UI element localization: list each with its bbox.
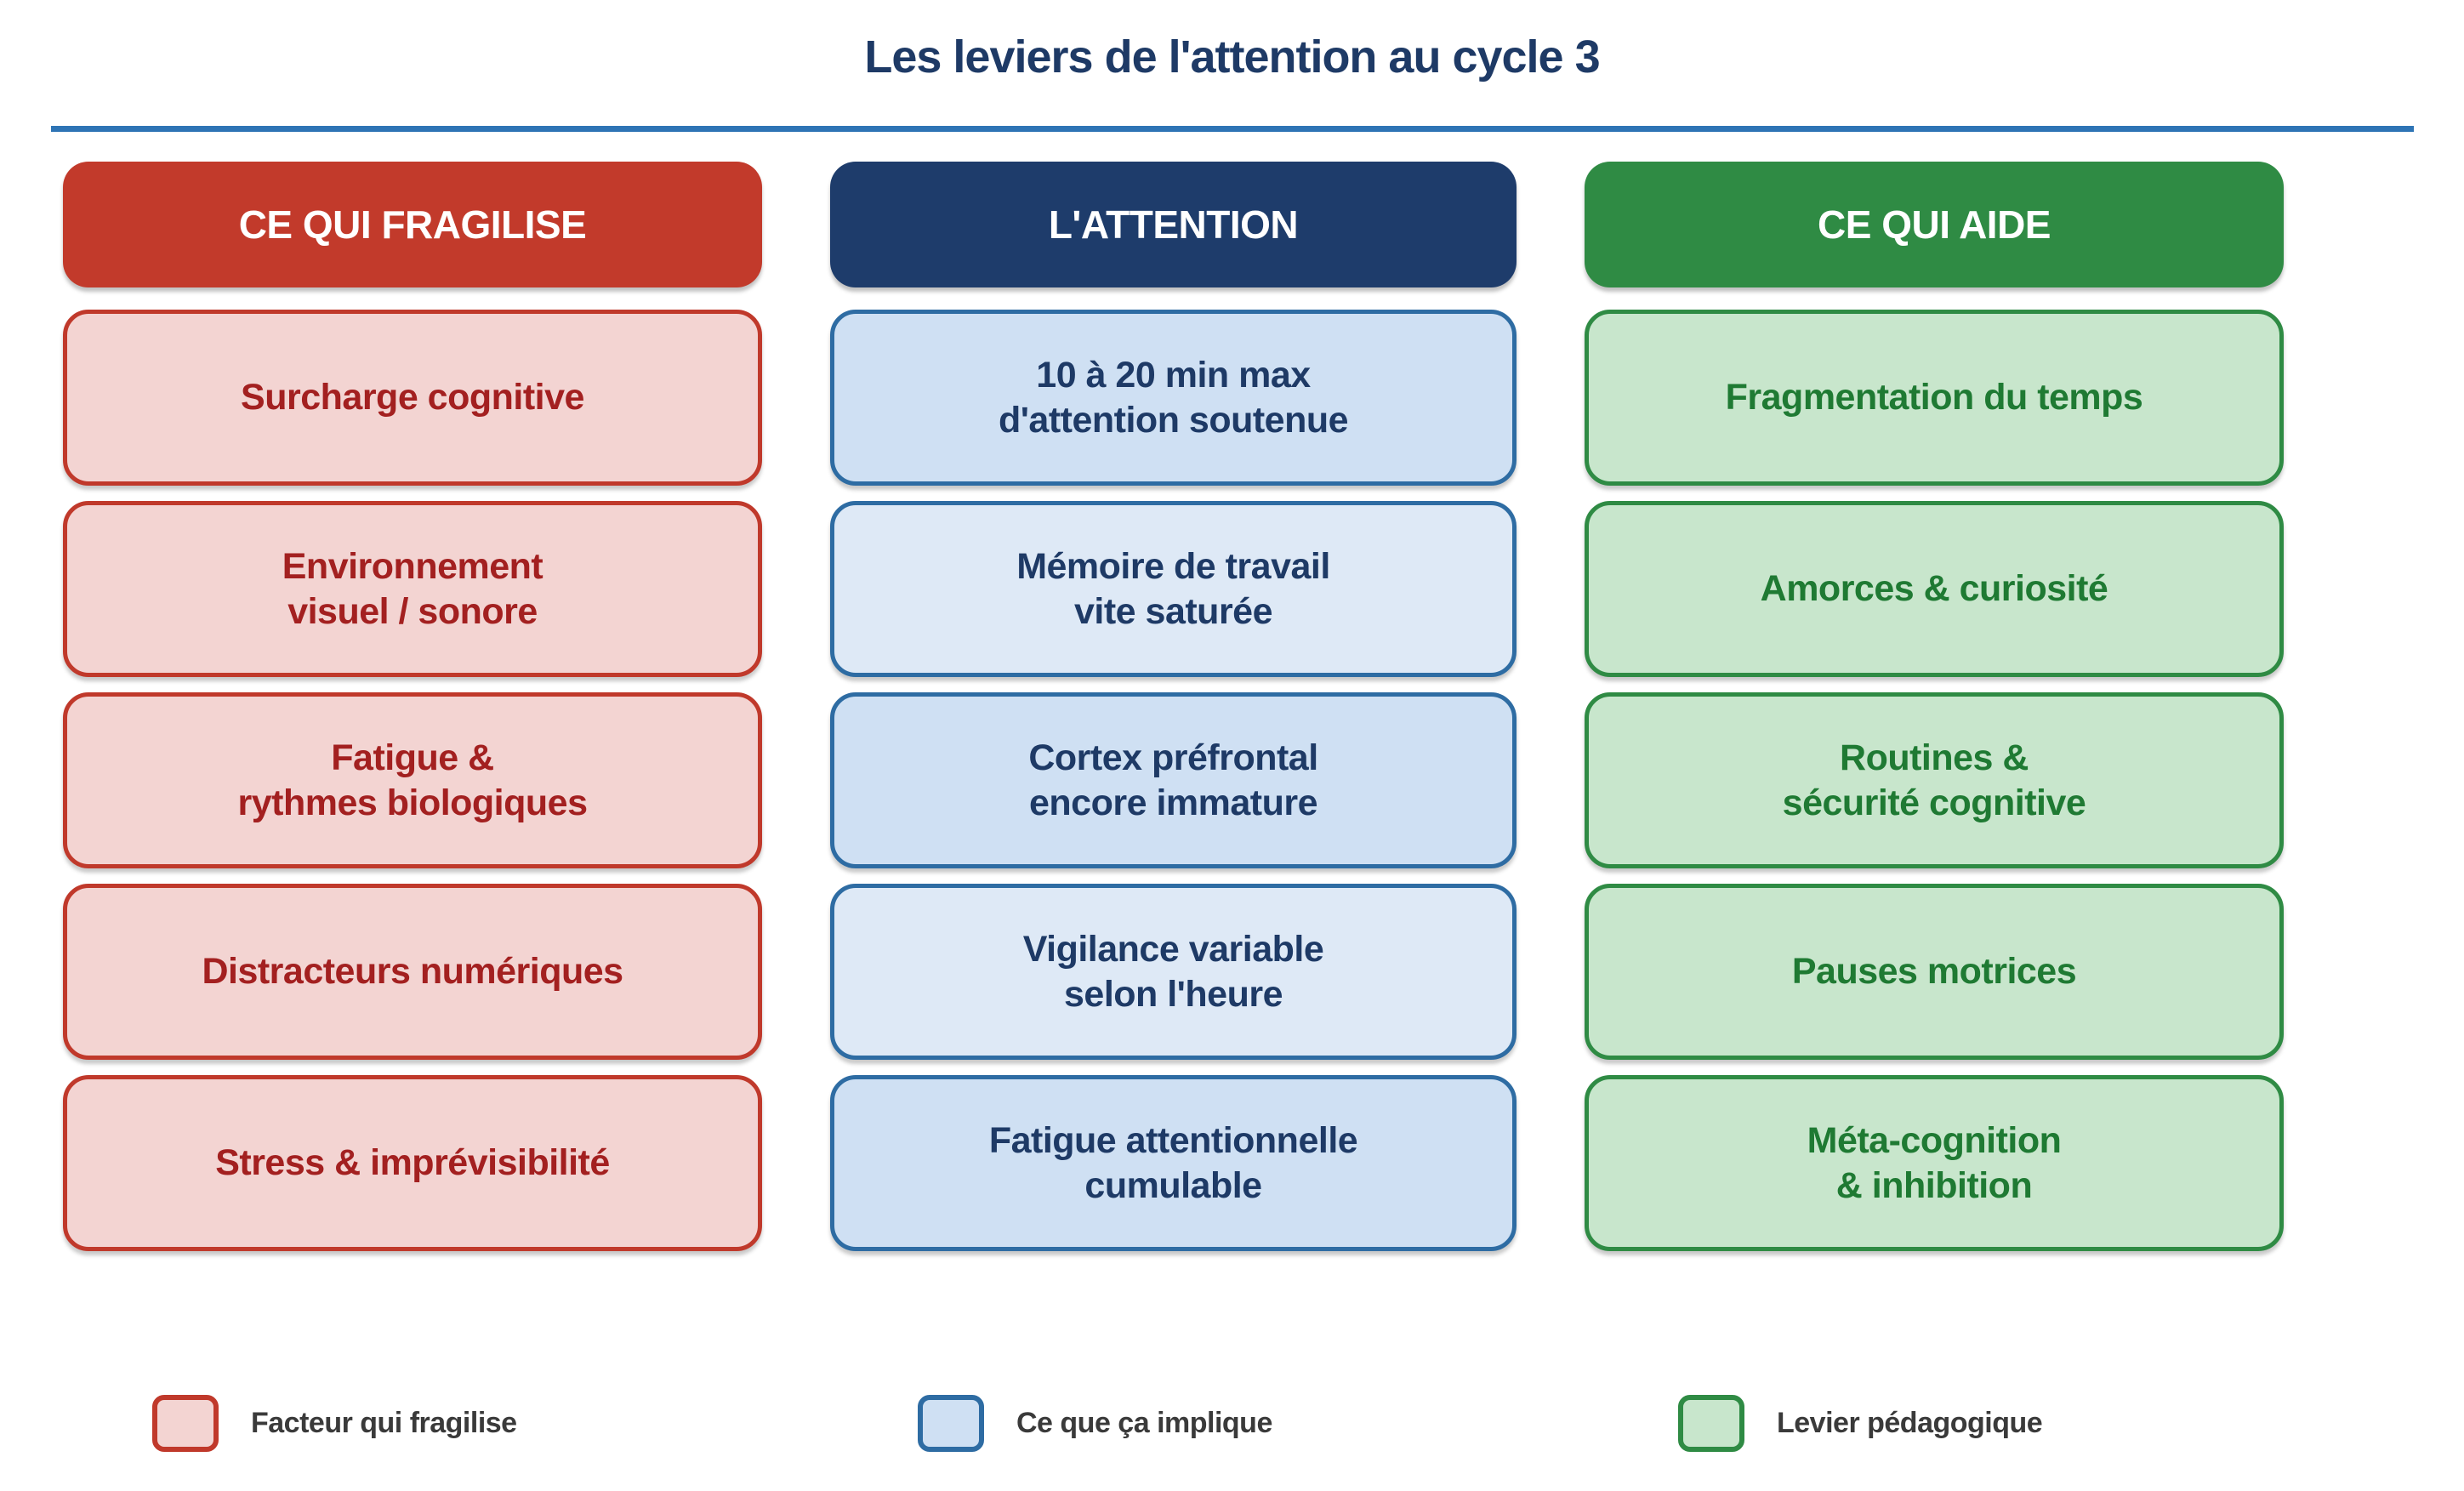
attention-card-5: Fatigue attentionnelle cumulable (830, 1075, 1517, 1251)
columns-grid: CE QUI FRAGILISE Surcharge cognitive Env… (63, 162, 2284, 1251)
legend: Facteur qui fragilise Ce que ça implique… (0, 1395, 2464, 1452)
attention-card-2: Mémoire de travail vite saturée (830, 501, 1517, 677)
aide-card-4: Pauses motrices (1585, 884, 2284, 1060)
aide-card-1: Fragmentation du temps (1585, 310, 2284, 486)
fragilise-card-5: Stress & imprévisibilité (63, 1075, 762, 1251)
legend-item-levier: Levier pédagogique (1678, 1395, 2043, 1452)
aide-card-3: Routines & sécurité cognitive (1585, 692, 2284, 868)
column-header-aide: CE QUI AIDE (1585, 162, 2284, 287)
column-header-fragilise: CE QUI FRAGILISE (63, 162, 762, 287)
attention-card-3: Cortex préfrontal encore immature (830, 692, 1517, 868)
legend-item-fragilise: Facteur qui fragilise (152, 1395, 517, 1452)
fragilise-card-1: Surcharge cognitive (63, 310, 762, 486)
attention-card-4: Vigilance variable selon l'heure (830, 884, 1517, 1060)
column-aide: CE QUI AIDE Fragmentation du temps Amorc… (1585, 162, 2284, 1251)
page-title: Les leviers de l'attention au cycle 3 (864, 31, 1600, 83)
legend-label-levier: Levier pédagogique (1777, 1407, 2043, 1439)
column-fragilise: CE QUI FRAGILISE Surcharge cognitive Env… (63, 162, 762, 1251)
fragilise-card-3: Fatigue & rythmes biologiques (63, 692, 762, 868)
legend-swatch-green (1678, 1395, 1744, 1452)
fragilise-card-4: Distracteurs numériques (63, 884, 762, 1060)
title-divider (51, 126, 2414, 132)
legend-swatch-blue (918, 1395, 984, 1452)
fragilise-card-2: Environnement visuel / sonore (63, 501, 762, 677)
aide-card-5: Méta-cognition & inhibition (1585, 1075, 2284, 1251)
legend-swatch-pink (152, 1395, 219, 1452)
legend-label-fragilise: Facteur qui fragilise (251, 1407, 517, 1439)
legend-item-implique: Ce que ça implique (918, 1395, 1272, 1452)
attention-card-1: 10 à 20 min max d'attention soutenue (830, 310, 1517, 486)
column-header-attention: L'ATTENTION (830, 162, 1517, 287)
legend-label-implique: Ce que ça implique (1016, 1407, 1272, 1439)
column-attention: L'ATTENTION 10 à 20 min max d'attention … (830, 162, 1517, 1251)
aide-card-2: Amorces & curiosité (1585, 501, 2284, 677)
